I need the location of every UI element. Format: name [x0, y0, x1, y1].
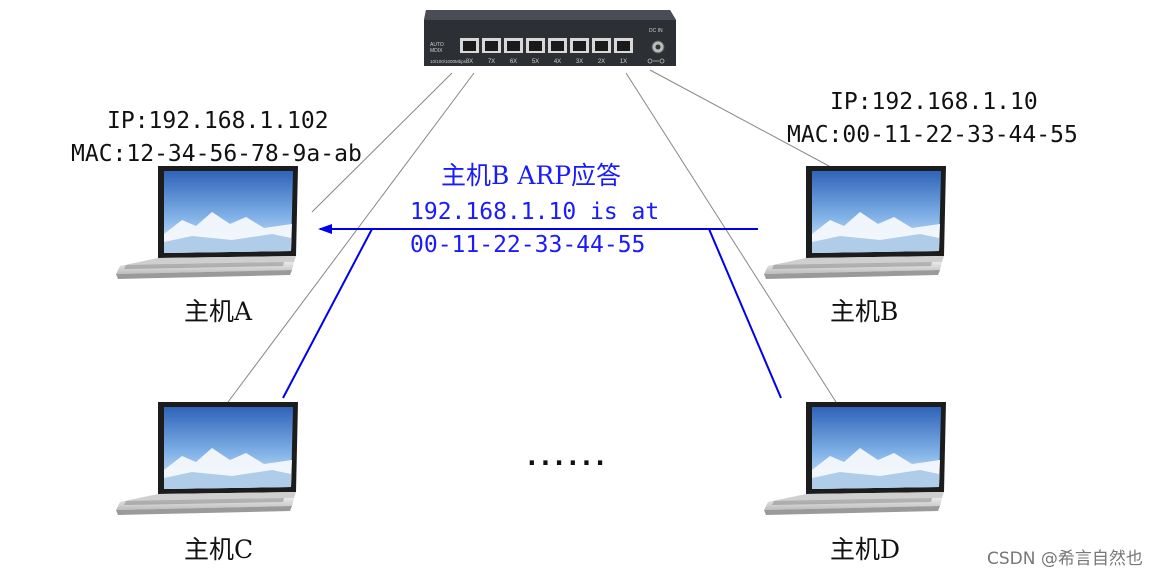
- switch-port-socket: [595, 41, 608, 51]
- switch-left-text-2: MDIX: [430, 48, 443, 54]
- switch-port-socket: [529, 41, 542, 51]
- laptop-a-icon: [112, 162, 302, 284]
- switch-port-label: 6X: [510, 59, 517, 65]
- link-host-c: [227, 72, 475, 403]
- switch-ports: 8X 7X 6X 5X 4X 3X 2X 1X: [460, 38, 633, 65]
- switch-port-label: 8X: [466, 59, 473, 65]
- switch-port-label: 1X: [620, 59, 627, 65]
- laptop-b-icon: [760, 162, 950, 284]
- arp-reply-line-2: 00-11-22-33-44-55: [410, 232, 646, 258]
- link-host-d: [625, 72, 837, 403]
- network-switch: 8X 7X 6X 5X 4X 3X 2X 1X AUTO MDIX 10/100/1000Mb…: [424, 10, 676, 66]
- watermark: CSDN @希言自然也: [987, 549, 1143, 569]
- switch-left-text-1: AUTO: [430, 42, 444, 48]
- host-a-ip: IP:192.168.1.102: [107, 108, 329, 134]
- host-b-mac: MAC:00-11-22-33-44-55: [787, 122, 1078, 148]
- switch-port-label: 4X: [554, 59, 561, 65]
- switch-port-socket: [485, 41, 498, 51]
- switch-port-socket: [507, 41, 520, 51]
- host-a-mac: MAC:12-34-56-78-9a-ab: [71, 141, 362, 167]
- link-host-b: [649, 69, 856, 181]
- dc-polarity-icon: [647, 58, 665, 64]
- arp-path-c: [282, 228, 373, 399]
- switch-port-socket: [573, 41, 586, 51]
- switch-port-label: 5X: [532, 59, 539, 65]
- laptop-c-icon: [112, 398, 302, 520]
- arp-path-d: [708, 228, 782, 399]
- switch-port-label: 2X: [598, 59, 605, 65]
- host-c-name: 主机C: [184, 535, 254, 564]
- arp-reply-title: 主机B ARP应答: [441, 161, 622, 190]
- switch-port-socket: [617, 41, 630, 51]
- switch-port-socket: [463, 41, 476, 51]
- arp-reply-line-1: 192.168.1.10 is at: [410, 199, 660, 225]
- laptop-d-icon: [760, 398, 950, 520]
- switch-port-socket: [551, 41, 564, 51]
- switch-port-label: 3X: [576, 59, 583, 65]
- switch-dc-label: DC IN: [649, 28, 663, 34]
- switch-spec-text: 10/100/1000Mbps: [430, 59, 467, 64]
- host-a-name: 主机A: [184, 297, 253, 326]
- link-host-a: [311, 72, 453, 213]
- host-b-ip: IP:192.168.1.10: [830, 89, 1038, 115]
- switch-port-label: 7X: [488, 59, 495, 65]
- host-b-name: 主机B: [830, 297, 899, 326]
- host-d-name: 主机D: [830, 535, 901, 564]
- more-hosts-ellipsis: ......: [524, 442, 608, 472]
